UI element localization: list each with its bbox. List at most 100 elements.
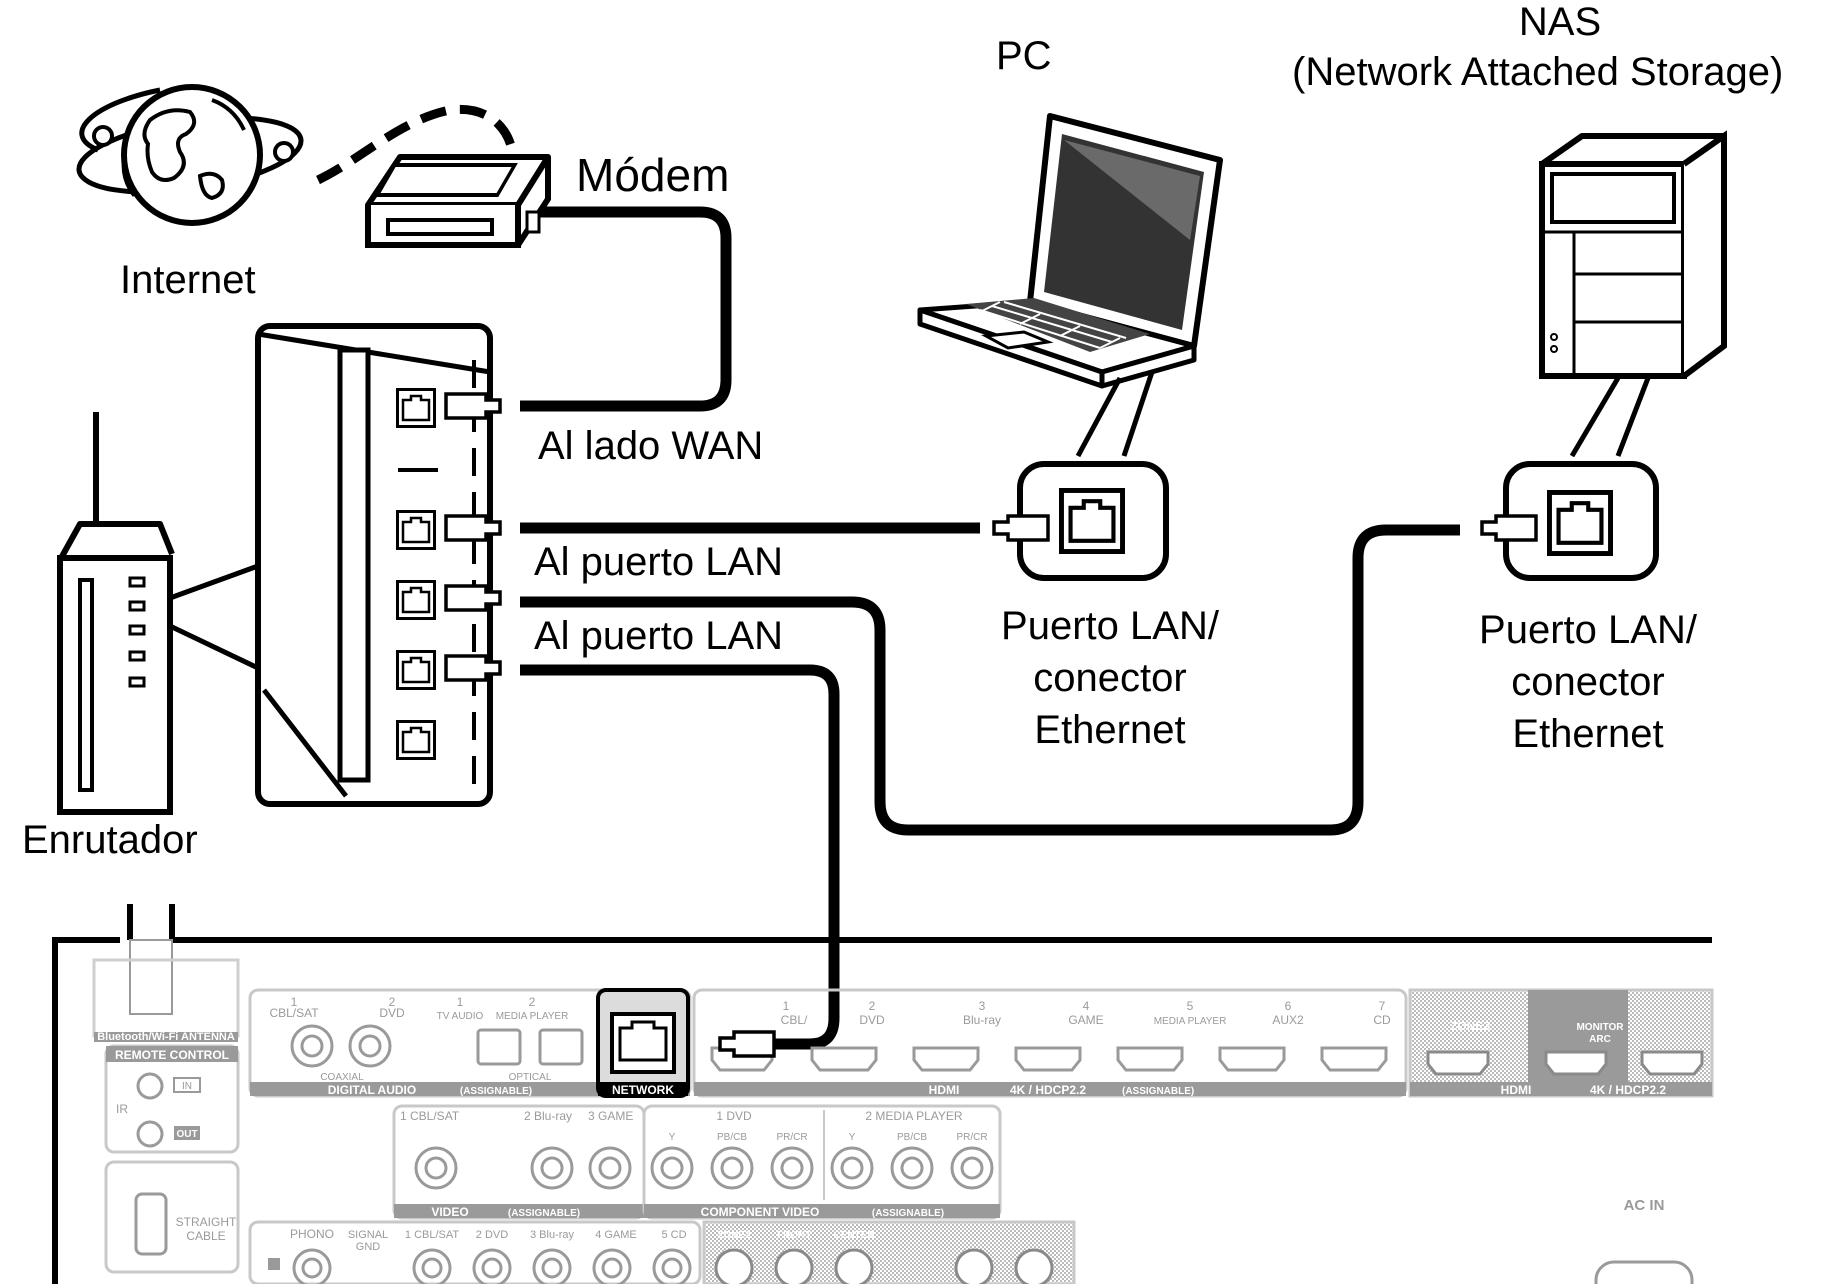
ir-label: IR <box>116 1102 128 1116</box>
hdmi-in-suffix: 4K / HDCP2.2 <box>1010 1083 1086 1097</box>
hdmi-input-name: CBL/ <box>781 1013 808 1027</box>
pc-port-label-line2: conector <box>1033 656 1187 700</box>
hdmi-input-num: 3 <box>979 999 986 1013</box>
lan-label-2: Al puerto LAN <box>534 614 784 658</box>
wireless-link <box>316 104 517 185</box>
nas-port-label-line3: Ethernet <box>1512 712 1664 756</box>
digital-input-num: 1 <box>291 995 298 1009</box>
hdmi-input-name: MEDIA PLAYER <box>1154 1016 1227 1027</box>
pc-port-label-line1: Puerto LAN/ <box>1001 604 1219 648</box>
modem-label: Módem <box>576 149 730 201</box>
router-label: Enrutador <box>22 818 198 862</box>
component-channel: Y <box>669 1132 676 1143</box>
hdmi-input-name: GAME <box>1068 1013 1103 1027</box>
assignable-label: (ASSIGNABLE) <box>508 1208 580 1219</box>
digital-input-name: CBL/SAT <box>269 1006 319 1020</box>
optical-label: OPTICAL <box>509 1072 552 1083</box>
wan-cable <box>520 206 732 412</box>
signal-gnd-label-2: GND <box>356 1241 381 1253</box>
video-input: 2 Blu-ray <box>524 1109 572 1123</box>
component-input: 2 MEDIA PLAYER <box>865 1109 962 1123</box>
video-label: VIDEO <box>431 1205 468 1219</box>
audio-input: 2 DVD <box>476 1229 508 1241</box>
wan-label: Al lado WAN <box>538 424 764 468</box>
monitor-arc-label-1: MONITOR <box>1576 1022 1624 1033</box>
pc-label: PC <box>996 34 1052 78</box>
pre-out-label: CENTER <box>833 1230 875 1241</box>
assignable-label: (ASSIGNABLE) <box>872 1208 944 1219</box>
antenna-label: Bluetooth/Wi-Fi ANTENNA <box>97 1031 235 1043</box>
hdmi-input-name: CD <box>1373 1013 1391 1027</box>
straight-cable-label-2: CABLE <box>186 1229 225 1243</box>
video-input: 3 GAME <box>588 1109 633 1123</box>
hdmi-input-name: DVD <box>859 1013 885 1027</box>
pc-port-label-line3: Ethernet <box>1034 708 1186 752</box>
nas-port-callout <box>1480 461 1659 581</box>
router-zoom-callout <box>168 323 493 807</box>
component-video-label: COMPONENT VIDEO <box>701 1205 820 1219</box>
hdmi-input-name: Blu-ray <box>963 1013 1001 1027</box>
digital-input-num: 2 <box>389 995 396 1009</box>
nas-label-line2: (Network Attached Storage) <box>1292 50 1784 94</box>
digital-input-num: 1 <box>457 995 464 1009</box>
digital-input-name: MEDIA PLAYER <box>496 1011 569 1022</box>
modem-icon <box>365 154 551 248</box>
pre-out-label: ZONE2 <box>717 1230 751 1241</box>
audio-input: 1 CBL/SAT <box>405 1229 459 1241</box>
panel-text: Bluetooth/Wi-Fi ANTENNA REMOTE CONTROL I… <box>97 995 1666 1253</box>
signal-gnd-label-1: SIGNAL <box>348 1229 388 1241</box>
internet-label: Internet <box>120 258 256 302</box>
hdmi-input-num: 1 <box>783 999 790 1013</box>
audio-input: 3 Blu-ray <box>530 1229 575 1241</box>
hdmi-input-num: 4 <box>1083 999 1090 1013</box>
monitor-arc-label-2: ARC <box>1589 1034 1611 1045</box>
hdmi-input-num: 7 <box>1379 999 1386 1013</box>
coaxial-label: COAXIAL <box>320 1072 364 1083</box>
video-input: 1 CBL/SAT <box>400 1109 460 1123</box>
digital-input-name: TV AUDIO <box>437 1011 484 1022</box>
component-channel: PR/CR <box>956 1132 987 1143</box>
hdmi-out-label: HDMI <box>1501 1083 1532 1097</box>
lan-label-1: Al puerto LAN <box>534 540 784 584</box>
assignable-label: (ASSIGNABLE) <box>460 1086 532 1097</box>
component-channel: PB/CB <box>717 1132 747 1143</box>
nas-port-label-line1: Puerto LAN/ <box>1479 608 1697 652</box>
hdmi-out-suffix: 4K / HDCP2.2 <box>1590 1083 1666 1097</box>
component-channel: PB/CB <box>897 1132 927 1143</box>
hdmi-input-num: 2 <box>869 999 876 1013</box>
nas-cable <box>520 524 1460 836</box>
component-channel: Y <box>849 1132 856 1143</box>
component-input: 1 DVD <box>716 1109 752 1123</box>
straight-cable-label-1: STRAIGHT <box>176 1215 237 1229</box>
receiver-plug <box>718 1030 776 1058</box>
hdmi-input-num: 5 <box>1187 999 1194 1013</box>
nas-label-line1: NAS <box>1518 0 1602 44</box>
phono-label: PHONO <box>290 1227 334 1241</box>
digital-audio-label: DIGITAL AUDIO <box>328 1083 416 1097</box>
digital-input-name: DVD <box>379 1006 405 1020</box>
remote-control-label: REMOTE CONTROL <box>115 1048 229 1062</box>
receiver-cable <box>520 664 840 1050</box>
hdmi-input-name: AUX2 <box>1272 1013 1304 1027</box>
digital-input-num: 2 <box>529 995 536 1009</box>
pc-port-callout <box>992 461 1169 581</box>
pre-out-label: FRONT <box>777 1230 811 1241</box>
nas-port-label-line2: conector <box>1511 660 1665 704</box>
network-port-label: NETWORK <box>612 1083 674 1097</box>
router-icon <box>57 412 175 815</box>
audio-input: 4 GAME <box>595 1229 637 1241</box>
nas-icon <box>1539 130 1727 458</box>
hdmi-in-label: HDMI <box>929 1083 960 1097</box>
component-channel: PR/CR <box>776 1132 807 1143</box>
ir-out-label: OUT <box>176 1129 197 1140</box>
zone2-label: ZONE2 <box>1450 1019 1490 1033</box>
hdmi-input-num: 6 <box>1285 999 1292 1013</box>
audio-input: 5 CD <box>661 1229 686 1241</box>
receiver-back-panel <box>52 904 1714 1284</box>
ir-in-label: IN <box>182 1081 192 1092</box>
globe-icon <box>76 84 304 226</box>
laptop-icon <box>917 113 1223 458</box>
ac-in-label: AC IN <box>1624 1197 1665 1214</box>
